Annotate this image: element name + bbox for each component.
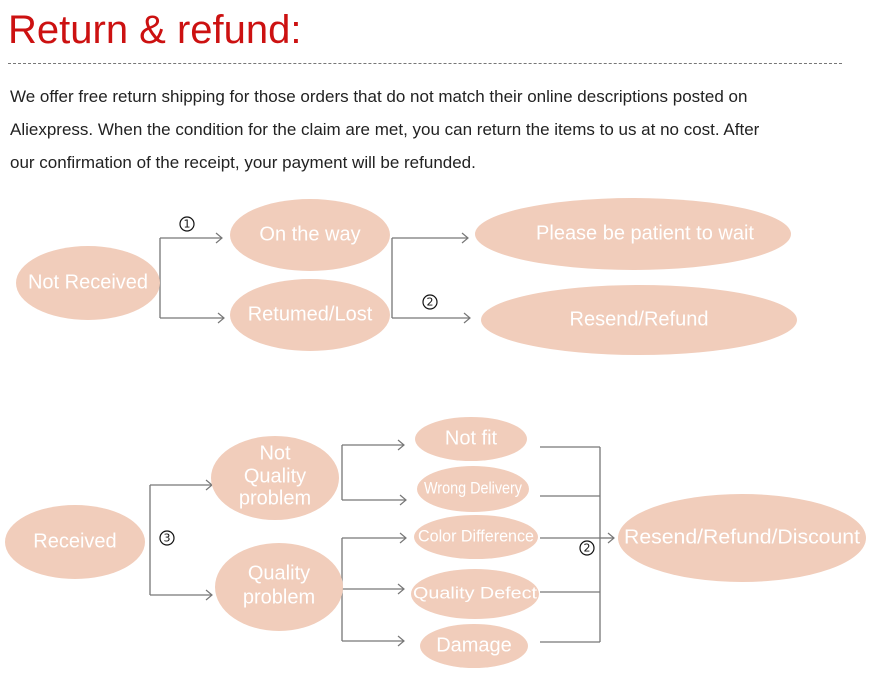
node-please-wait: Please be patient to wait: [475, 198, 791, 270]
node-quality-problem: Quality problem: [215, 543, 343, 631]
node-label: Resend/Refund: [570, 308, 709, 330]
node-resend-refund: Resend/Refund: [481, 285, 797, 355]
node-not-quality-problem: Not Quality problem: [211, 436, 339, 520]
node-label: Not Received: [28, 271, 148, 293]
step-marker-3: 3: [159, 530, 175, 546]
intro-line: our confirmation of the receipt, your pa…: [10, 153, 476, 172]
node-label: Please be patient to wait: [536, 222, 754, 244]
node-label: Quality Defect: [413, 583, 537, 602]
step-marker-2: 2: [422, 294, 438, 310]
node-label-line: problem: [239, 487, 311, 509]
intro-paragraph: We offer free return shipping for those …: [10, 80, 860, 179]
node-resend-refund-discount: Resend/Refund/Discount: [618, 494, 866, 582]
intro-line: Aliexpress. When the condition for the c…: [10, 120, 760, 139]
node-label: Retumed/Lost: [248, 303, 373, 325]
step-marker-2b: 2: [579, 540, 595, 556]
node-on-the-way: On the way: [230, 199, 390, 271]
intro-line: We offer free return shipping for those …: [10, 87, 748, 106]
dashed-divider: [8, 63, 842, 64]
step-number: 1: [184, 218, 191, 231]
page-title: Return & refund:: [8, 8, 302, 52]
node-label-line: Not: [259, 442, 291, 464]
node-label: Color Difference: [418, 526, 534, 545]
node-label: Damage: [436, 634, 512, 656]
step-marker-1: 1: [179, 216, 195, 232]
node-label-line: Quality: [244, 465, 306, 487]
step-number: 3: [164, 532, 171, 545]
node-label: Resend/Refund/Discount: [624, 526, 860, 548]
connectors-not-received: [159, 232, 471, 324]
step-number: 2: [427, 296, 434, 309]
node-label: On the way: [259, 223, 360, 245]
node-quality-defect: Quality Defect: [411, 569, 539, 619]
node-damage: Damage: [420, 624, 528, 668]
node-label: Not fit: [445, 427, 498, 449]
node-label-line: problem: [243, 586, 315, 608]
step-number: 2: [584, 542, 591, 555]
node-wrong-delivery: Wrong Delivery: [417, 466, 529, 512]
node-received: Received: [5, 505, 145, 579]
node-not-fit: Not fit: [415, 417, 527, 461]
node-label-line: Quality: [248, 562, 310, 584]
node-label: Received: [33, 530, 116, 552]
connectors-received: [149, 439, 615, 647]
node-color-difference: Color Difference: [414, 515, 538, 559]
node-not-received: Not Received: [16, 246, 160, 320]
node-returned-lost: Retumed/Lost: [230, 279, 390, 351]
node-label: Wrong Delivery: [424, 478, 522, 497]
